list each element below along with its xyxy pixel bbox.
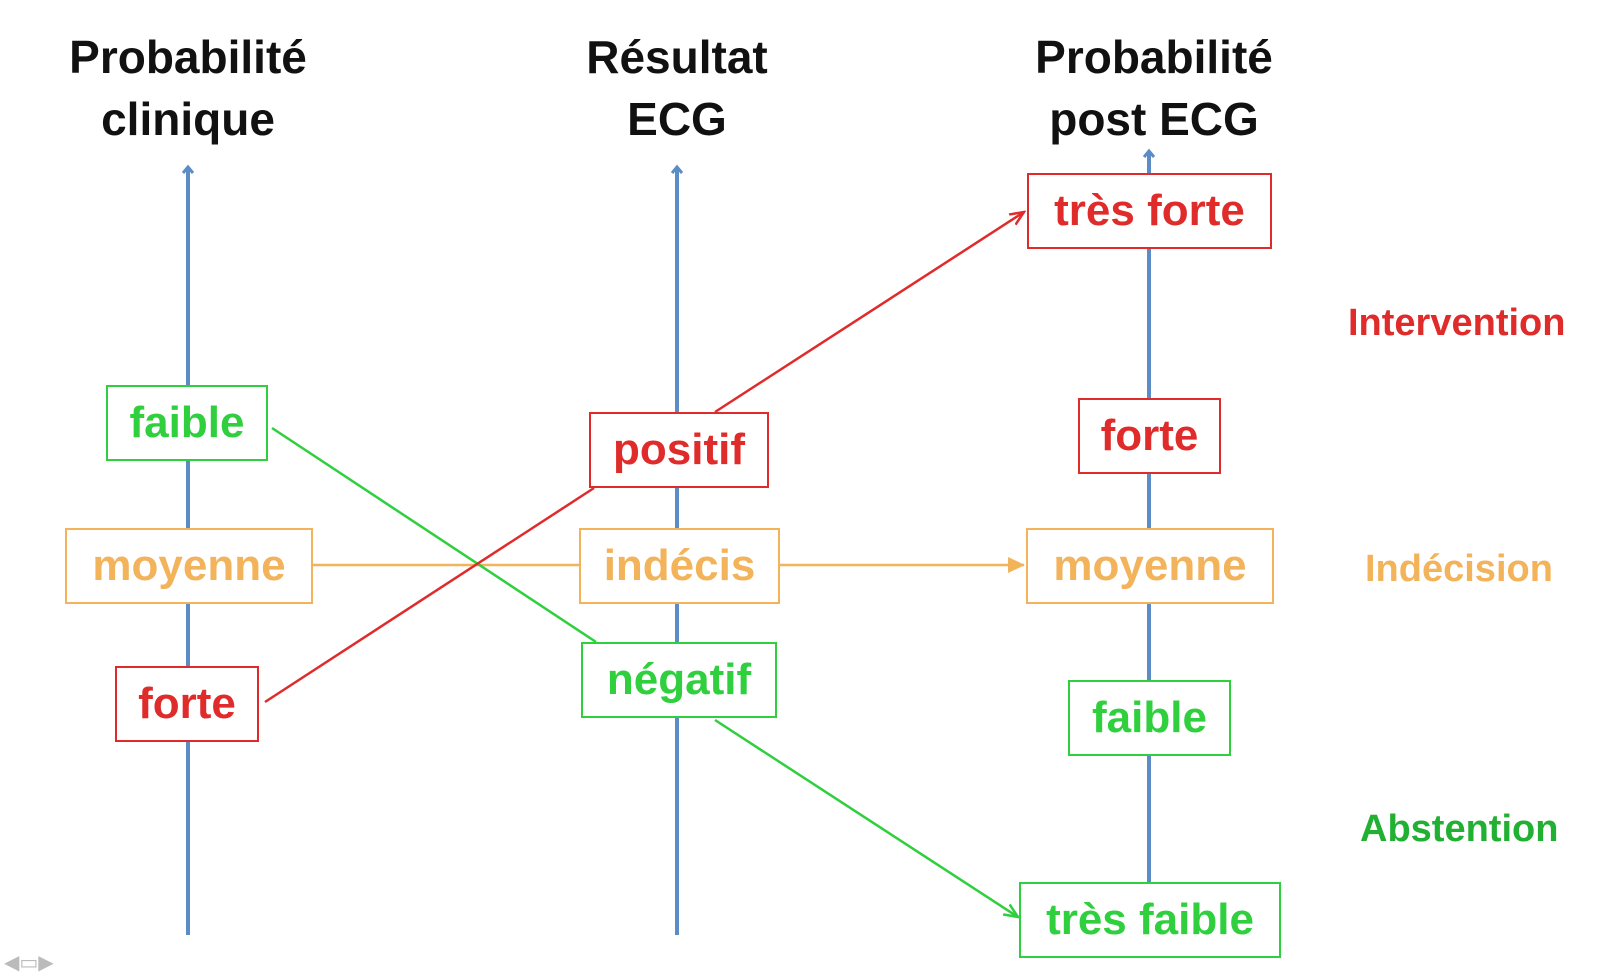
title-clinical-line2: clinique bbox=[101, 93, 275, 145]
ecg-indecis-box: indécis bbox=[579, 528, 780, 604]
title-post-ecg-probability: Probabilité post ECG bbox=[984, 26, 1324, 150]
link-faible-negatif bbox=[271, 426, 597, 644]
zone-abstention-label: Abstention bbox=[1360, 808, 1559, 850]
clinical-moyenne-box: moyenne bbox=[65, 528, 313, 604]
title-clinical-probability: Probabilité clinique bbox=[18, 26, 358, 150]
slide-nav-icon[interactable]: ◀▭▶ bbox=[4, 952, 54, 974]
link-forte-positif bbox=[264, 486, 595, 704]
zone-intervention-label: Intervention bbox=[1348, 302, 1566, 344]
clinical-faible-box: faible bbox=[106, 385, 268, 461]
post-tres-faible-box: très faible bbox=[1019, 882, 1281, 958]
clinical-forte-box: forte bbox=[115, 666, 259, 742]
title-post-line2: post ECG bbox=[1049, 93, 1259, 145]
title-post-line1: Probabilité bbox=[1035, 31, 1273, 83]
post-faible-box: faible bbox=[1068, 680, 1231, 756]
zone-indecision-label: Indécision bbox=[1365, 548, 1553, 590]
title-ecg-result: Résultat ECG bbox=[507, 26, 847, 150]
link-positif-tres-forte bbox=[714, 212, 1024, 414]
post-forte-box: forte bbox=[1078, 398, 1221, 474]
title-ecg-line1: Résultat bbox=[586, 31, 768, 83]
link-negatif-tres-faible bbox=[714, 718, 1018, 917]
post-tres-forte-box: très forte bbox=[1027, 173, 1272, 249]
ecg-positif-box: positif bbox=[589, 412, 769, 488]
post-moyenne-box: moyenne bbox=[1026, 528, 1274, 604]
title-clinical-line1: Probabilité bbox=[69, 31, 307, 83]
ecg-negatif-box: négatif bbox=[581, 642, 777, 718]
title-ecg-line2: ECG bbox=[627, 93, 727, 145]
